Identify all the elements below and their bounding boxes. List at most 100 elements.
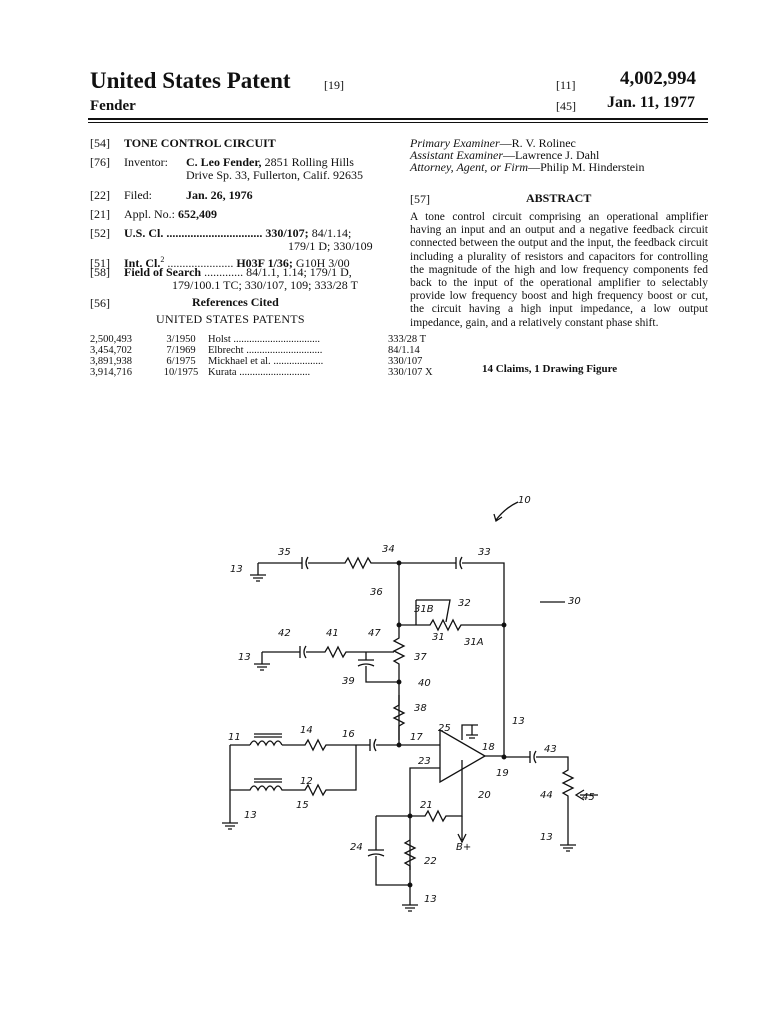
date-code: [45] — [556, 99, 576, 113]
feedback-21 — [409, 760, 463, 870]
label-13: 13 — [244, 810, 257, 821]
wire — [485, 755, 530, 758]
label-31: 31 — [432, 632, 445, 643]
capacitor-33 — [455, 556, 463, 570]
label-17: 17 — [410, 732, 423, 743]
resistor-34 — [308, 556, 456, 570]
label-16: 16 — [342, 729, 355, 740]
label-21: 21 — [420, 800, 433, 811]
capacitor-35 — [301, 556, 309, 570]
label-40: 40 — [418, 678, 431, 689]
inductor-12-resistor-15 — [230, 745, 357, 797]
title-code: [19] — [324, 78, 344, 92]
potentiometer-31 — [399, 618, 504, 632]
label-31b: 31B — [414, 604, 434, 615]
patent-date: Jan. 11, 1977 — [607, 94, 696, 111]
junction-dot — [396, 679, 402, 685]
bplus-20 — [457, 816, 467, 844]
label-20: 20 — [478, 790, 491, 801]
label-18: 18 — [482, 742, 495, 753]
ground-symbol — [402, 904, 418, 912]
ground-25 — [461, 724, 478, 740]
label-47: 47 — [368, 628, 381, 639]
biblio-filed-row: [22]Filed:Jan. 26, 1976 — [90, 188, 253, 202]
biblio-appl-row: [21]Appl. No.: 652,409 — [90, 207, 217, 221]
claims-count: 14 Claims, 1 Drawing Figure — [482, 363, 618, 375]
label-22: 22 — [424, 856, 437, 867]
inventor-name: C. Leo Fender, — [186, 155, 262, 169]
label-44: 44 — [540, 790, 553, 801]
junction-dot — [501, 622, 507, 628]
patent-number: 4,002,994 — [620, 68, 696, 89]
wiper-32 — [415, 599, 451, 625]
label-32: 32 — [458, 598, 471, 609]
label-24: 24 — [350, 842, 363, 853]
ground-symbol — [560, 844, 576, 852]
ground-symbol — [254, 652, 270, 671]
refs-heading: References Cited — [192, 295, 279, 309]
patent-number-code: [11] — [556, 78, 576, 92]
header-rule-thick — [88, 118, 708, 120]
invention-title: TONE CONTROL CIRCUIT — [124, 136, 276, 150]
label-39: 39 — [342, 676, 355, 687]
label-31a: 31A — [464, 637, 484, 648]
biblio-int-cl-row: [51]Int. Cl.2 ...................... H03… — [90, 255, 350, 270]
label-10: 10 — [518, 495, 531, 506]
label-13: 13 — [230, 564, 243, 575]
leader-10 — [493, 501, 519, 523]
biblio-title-row: [54]TONE CONTROL CIRCUIT — [90, 136, 276, 150]
refs-subheading: UNITED STATES PATENTS — [156, 312, 305, 326]
inductor-core — [254, 778, 282, 783]
assistant-examiner: Assistant Examiner—Lawrence J. Dahl — [410, 148, 600, 162]
document-title: United States Patent — [90, 68, 291, 93]
label-42: 42 — [278, 628, 291, 639]
refs-code: [56] — [90, 296, 110, 310]
capacitor-39 — [357, 652, 399, 683]
capacitor-24 — [367, 815, 410, 886]
inventor-address: Drive Sp. 33, Fullerton, Calif. 92635 — [186, 168, 363, 182]
label-12: 12 — [300, 776, 313, 787]
junction-dot — [396, 560, 402, 566]
junction-dot — [407, 813, 413, 819]
resistor-38 — [392, 695, 406, 745]
junction-dot — [501, 754, 507, 760]
label-30: 30 — [568, 596, 581, 607]
ground-symbol — [222, 822, 238, 830]
table-row: 3,454,702 7/1969 Elbrecht ..............… — [90, 345, 420, 356]
biblio-us-cl-row: [52]U.S. Cl. ...........................… — [90, 226, 352, 240]
resistor-22 — [403, 839, 417, 905]
label-14: 14 — [300, 725, 313, 736]
label-43: 43 — [544, 744, 557, 755]
wire — [462, 562, 505, 757]
output-pot-44 — [529, 750, 575, 845]
label-34: 34 — [382, 544, 395, 555]
junction-dot — [396, 622, 402, 628]
table-row: 3,891,938 6/1975 Mickhael et al. .......… — [90, 356, 423, 367]
wiper-45 — [574, 789, 598, 801]
us-cl-continued: 179/1 D; 330/109 — [288, 239, 373, 253]
label-13: 13 — [512, 716, 525, 727]
biblio-field-row: [58]Field of Search ............. 84/1.1… — [90, 265, 352, 279]
label-37: 37 — [414, 652, 427, 663]
abstract-code: [57] — [410, 192, 430, 206]
biblio-inventor-row: [76]Inventor:C. Leo Fender, 2851 Rolling… — [90, 155, 354, 169]
inductor-11 — [249, 740, 283, 747]
label-13: 13 — [424, 894, 437, 905]
table-row: 2,500,493 3/1950 Holst .................… — [90, 334, 427, 345]
resistor-14 — [282, 738, 370, 752]
primary-examiner: Primary Examiner—R. V. Rolinec — [410, 136, 576, 150]
potentiometer-37 — [392, 625, 406, 740]
capacitor-16 — [369, 738, 377, 752]
label-13: 13 — [238, 652, 251, 663]
label-41: 41 — [326, 628, 339, 639]
references-table: 2,500,493 3/1950 Holst .................… — [90, 334, 433, 378]
label-25: 25 — [438, 723, 451, 734]
label-bplus: B+ — [456, 842, 471, 853]
ground-symbol — [250, 563, 266, 582]
junction-dot — [396, 742, 402, 748]
branch-41-42 — [262, 645, 394, 659]
label-36: 36 — [370, 587, 383, 598]
label-15: 15 — [296, 800, 309, 811]
label-33: 33 — [478, 547, 491, 558]
